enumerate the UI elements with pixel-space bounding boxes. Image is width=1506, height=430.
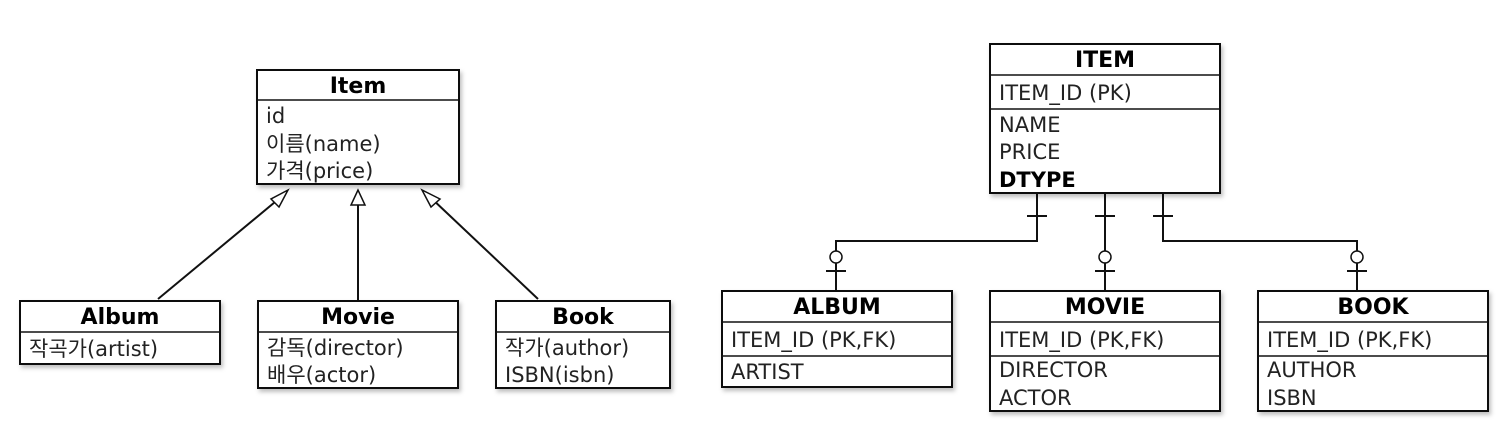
uml-class-item-name: Item bbox=[330, 74, 387, 99]
uml-class-book-name: Book bbox=[552, 305, 615, 330]
er-table-book: BOOK ITEM_ID (PK,FK) AUTHOR ISBN bbox=[1257, 290, 1489, 412]
er-table-album: ALBUM ITEM_ID (PK,FK) ARTIST bbox=[721, 290, 953, 388]
er-table-book-column: AUTHOR bbox=[1267, 358, 1356, 382]
er-table-book-primary-key: ITEM_ID (PK,FK) bbox=[1267, 328, 1432, 353]
uml-class-movie-box bbox=[257, 300, 459, 389]
uml-class-book: Book 작가(author) ISBN(isbn) bbox=[495, 300, 671, 389]
er-relationship-edges bbox=[826, 193, 1367, 291]
uml-class-movie-name: Movie bbox=[321, 305, 395, 330]
optional-cardinality-circle bbox=[1098, 250, 1112, 264]
er-diagram: ITEM ITEM_ID (PK) NAME PRICE DTYPE ALBUM… bbox=[721, 43, 1489, 412]
er-table-movie-primary-key: ITEM_ID (PK,FK) bbox=[999, 328, 1164, 353]
item-album-relationship bbox=[835, 193, 1038, 291]
er-table-album-primary-key: ITEM_ID (PK,FK) bbox=[731, 328, 896, 353]
uml-class-movie-attribute: 감독(director) bbox=[267, 336, 404, 360]
er-table-book-box bbox=[1257, 290, 1489, 412]
movie-generalization-arrowhead bbox=[349, 188, 367, 206]
book-generalization-arrowhead bbox=[420, 188, 442, 209]
uml-class-movie-attribute: 배우(actor) bbox=[267, 363, 376, 387]
er-table-item-column: PRICE bbox=[999, 140, 1060, 164]
album-inherits-item-edge bbox=[157, 196, 282, 300]
uml-class-book-attribute: ISBN(isbn) bbox=[505, 363, 614, 387]
er-table-item-name: ITEM bbox=[1075, 48, 1135, 73]
item-book-relationship bbox=[1162, 193, 1358, 291]
er-table-album-box bbox=[721, 290, 953, 388]
er-table-book-name: BOOK bbox=[1337, 295, 1409, 320]
er-table-item-column: NAME bbox=[999, 113, 1060, 137]
er-table-item-primary-key: ITEM_ID (PK) bbox=[999, 81, 1132, 106]
optional-cardinality-circle bbox=[1350, 250, 1364, 264]
uml-class-book-box bbox=[495, 300, 671, 389]
uml-class-item-box bbox=[256, 69, 460, 185]
album-generalization-arrowhead bbox=[269, 188, 290, 209]
uml-class-diagram: Item id 이름(name) 가격(price) Album 작곡가(art… bbox=[19, 69, 671, 389]
uml-class-album-name: Album bbox=[81, 305, 160, 330]
optional-cardinality-circle bbox=[829, 250, 843, 264]
uml-class-book-attribute: 작가(author) bbox=[505, 336, 629, 360]
er-table-movie-column: ACTOR bbox=[999, 386, 1072, 410]
uml-class-item-attribute: id bbox=[266, 104, 285, 128]
inheritance-edges bbox=[157, 188, 539, 300]
er-table-album-name: ALBUM bbox=[793, 295, 881, 320]
er-table-movie-column: DIRECTOR bbox=[999, 358, 1108, 382]
er-table-item-box bbox=[989, 43, 1221, 194]
er-table-movie-name: MOVIE bbox=[1065, 295, 1145, 320]
er-table-item-discriminator: DTYPE bbox=[999, 168, 1076, 192]
uml-class-item: Item id 이름(name) 가격(price) bbox=[256, 69, 460, 185]
er-table-movie: MOVIE ITEM_ID (PK,FK) DIRECTOR ACTOR bbox=[989, 290, 1221, 412]
er-table-movie-box bbox=[989, 290, 1221, 412]
er-table-book-column: ISBN bbox=[1267, 386, 1317, 410]
uml-class-item-attribute: 가격(price) bbox=[266, 159, 373, 183]
book-inherits-item-edge bbox=[429, 196, 539, 300]
er-table-item: ITEM ITEM_ID (PK) NAME PRICE DTYPE bbox=[989, 43, 1221, 194]
uml-class-album: Album 작곡가(artist) bbox=[19, 300, 221, 365]
uml-class-album-attribute: 작곡가(artist) bbox=[29, 337, 158, 361]
er-table-album-column: ARTIST bbox=[731, 360, 804, 384]
uml-class-movie: Movie 감독(director) 배우(actor) bbox=[257, 300, 459, 389]
uml-class-item-attribute: 이름(name) bbox=[266, 132, 381, 156]
